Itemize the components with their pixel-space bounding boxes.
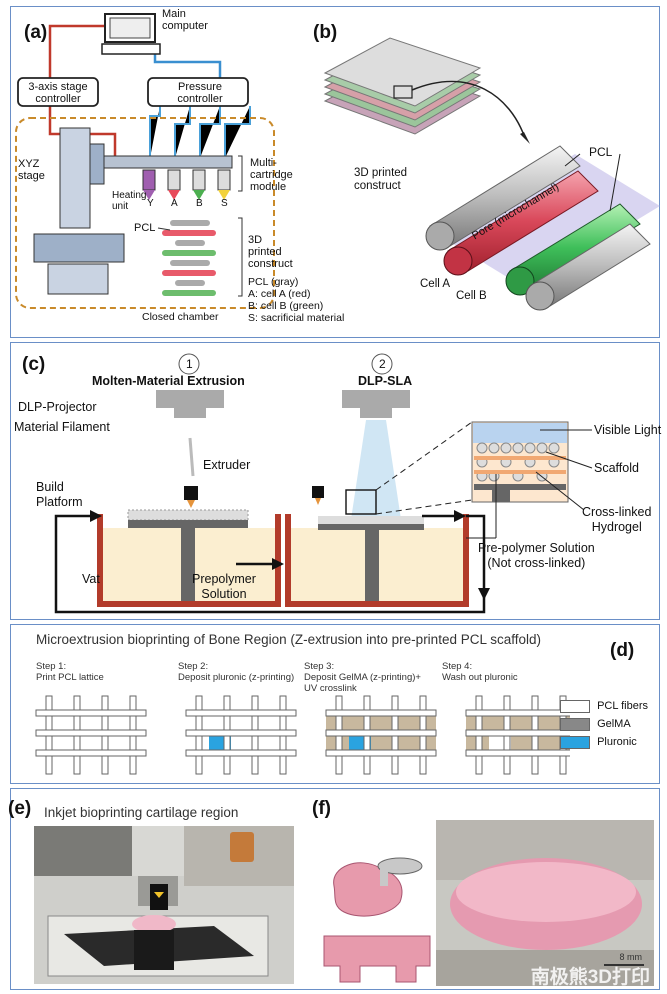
step4-label: Step 4: Wash out pluronic bbox=[442, 661, 518, 683]
inkjet-printer-photo bbox=[34, 826, 294, 984]
heating-unit-label: Heating unit bbox=[112, 190, 147, 212]
scaffold-circles-icon bbox=[476, 442, 560, 482]
step2-number: 2 bbox=[379, 357, 386, 371]
scaffold-label: Scaffold bbox=[594, 461, 639, 475]
xyz-stage-label: XYZ stage bbox=[18, 158, 45, 182]
cartridge-a-label: A bbox=[171, 198, 178, 209]
panel-e-label: (e) bbox=[8, 798, 32, 819]
lattice-step3 bbox=[325, 695, 437, 775]
scale-bar bbox=[604, 964, 644, 966]
cell-b-label: Cell B bbox=[456, 290, 487, 302]
step2-title: DLP-SLA bbox=[358, 374, 413, 388]
legend-cell-a: A: cell A (red) bbox=[248, 288, 311, 300]
pcl-label-a: PCL bbox=[134, 222, 156, 234]
scaffold-photo: 8 mm 南极熊3D打印 bbox=[436, 820, 654, 986]
material-filament-label: Material Filament bbox=[14, 420, 110, 434]
panel-d-label: (d) bbox=[610, 640, 635, 661]
closed-chamber-label: Closed chamber bbox=[142, 311, 219, 323]
main-computer-label: Main computer bbox=[162, 8, 208, 32]
multi-cartridge-label: Multi- cartridge module bbox=[250, 157, 293, 193]
legend-a: PCL (gray) A: cell A (red) B: cell B (gr… bbox=[248, 276, 344, 324]
panel-a-label: (a) bbox=[24, 22, 48, 43]
step3-label: Step 3: Deposit GelMA (z-printing)+ UV c… bbox=[304, 661, 421, 694]
legend-pcl-fibers: PCL fibers bbox=[560, 698, 648, 716]
legend-gelma: GelMA bbox=[560, 716, 648, 734]
construct-label-b: 3D printed construct bbox=[354, 167, 408, 192]
dlp-projector-label: DLP-Projector bbox=[18, 400, 97, 414]
step1-number: 1 bbox=[186, 357, 193, 371]
extruder-label: Extruder bbox=[203, 458, 251, 472]
pressure-controller-label: Pressure controller bbox=[177, 81, 223, 105]
build-platform-label: Build Platform bbox=[36, 480, 83, 509]
panel-d-title: Microextrusion bioprinting of Bone Regio… bbox=[36, 632, 541, 647]
cell-a-label: Cell A bbox=[420, 278, 451, 290]
lattice-step4 bbox=[465, 695, 570, 775]
watermark: 南极熊3D打印 bbox=[530, 967, 650, 986]
panel-f-label: (f) bbox=[312, 798, 331, 819]
stage-controller-label: 3-axis stage controller bbox=[28, 81, 88, 105]
panel-a-diagram bbox=[15, 13, 275, 309]
cad-model bbox=[323, 857, 431, 983]
construct-stack-icon bbox=[162, 220, 216, 296]
panel-c-label: (c) bbox=[22, 354, 46, 375]
legend-pcl-label: PCL fibers bbox=[597, 700, 649, 713]
panel-d bbox=[10, 624, 660, 784]
crosslinked-label: Cross-linked Hydrogel bbox=[582, 505, 652, 534]
panel-b-diagram bbox=[323, 37, 660, 311]
step1-label: Step 1: Print PCL lattice bbox=[36, 661, 104, 683]
cartridge-s-label: S bbox=[221, 198, 228, 209]
legend-gelma-swatch bbox=[560, 717, 590, 731]
panel-b-label: (b) bbox=[313, 22, 338, 43]
panel-c-diagram bbox=[54, 353, 593, 614]
legend-d: PCL fibers GelMA Pluronic bbox=[560, 698, 648, 752]
cartridge-y-label: Y bbox=[147, 198, 154, 209]
legend-pluronic: Pluronic bbox=[560, 734, 648, 752]
legend-sacrificial: S: sacrificial material bbox=[248, 312, 345, 324]
prepoly-solution-label: Pre-polymer Solution (Not cross-linked) bbox=[478, 541, 595, 570]
legend-pluronic-swatch bbox=[560, 735, 590, 749]
step2-label: Step 2: Deposit pluronic (z-printing) bbox=[178, 661, 295, 683]
legend-cell-b: B: cell B (green) bbox=[248, 300, 324, 312]
lattice-step1 bbox=[35, 695, 147, 775]
lattice-step2 bbox=[185, 695, 297, 775]
construct-label-a: 3D printed construct bbox=[248, 234, 293, 270]
construct-layers-icon bbox=[323, 37, 482, 135]
legend-gelma-label: GelMA bbox=[597, 718, 631, 731]
vat-label: Vat bbox=[82, 572, 100, 586]
pcl-label-b: PCL bbox=[589, 145, 613, 159]
prepolymer-label: Prepolymer Solution bbox=[192, 572, 256, 601]
scale-bar-label: 8 mm bbox=[619, 952, 643, 962]
legend-pcl-swatch bbox=[560, 699, 590, 713]
panel-d-lattices bbox=[35, 695, 570, 775]
legend-pcl: PCL (gray) bbox=[248, 276, 299, 288]
visible-light-label: Visible Light bbox=[594, 423, 662, 437]
legend-pluronic-label: Pluronic bbox=[597, 736, 637, 749]
step1-title: Molten-Material Extrusion bbox=[92, 374, 245, 388]
cartridge-b-label: B bbox=[196, 198, 203, 209]
panel-e-title: Inkjet bioprinting cartilage region bbox=[44, 805, 239, 820]
